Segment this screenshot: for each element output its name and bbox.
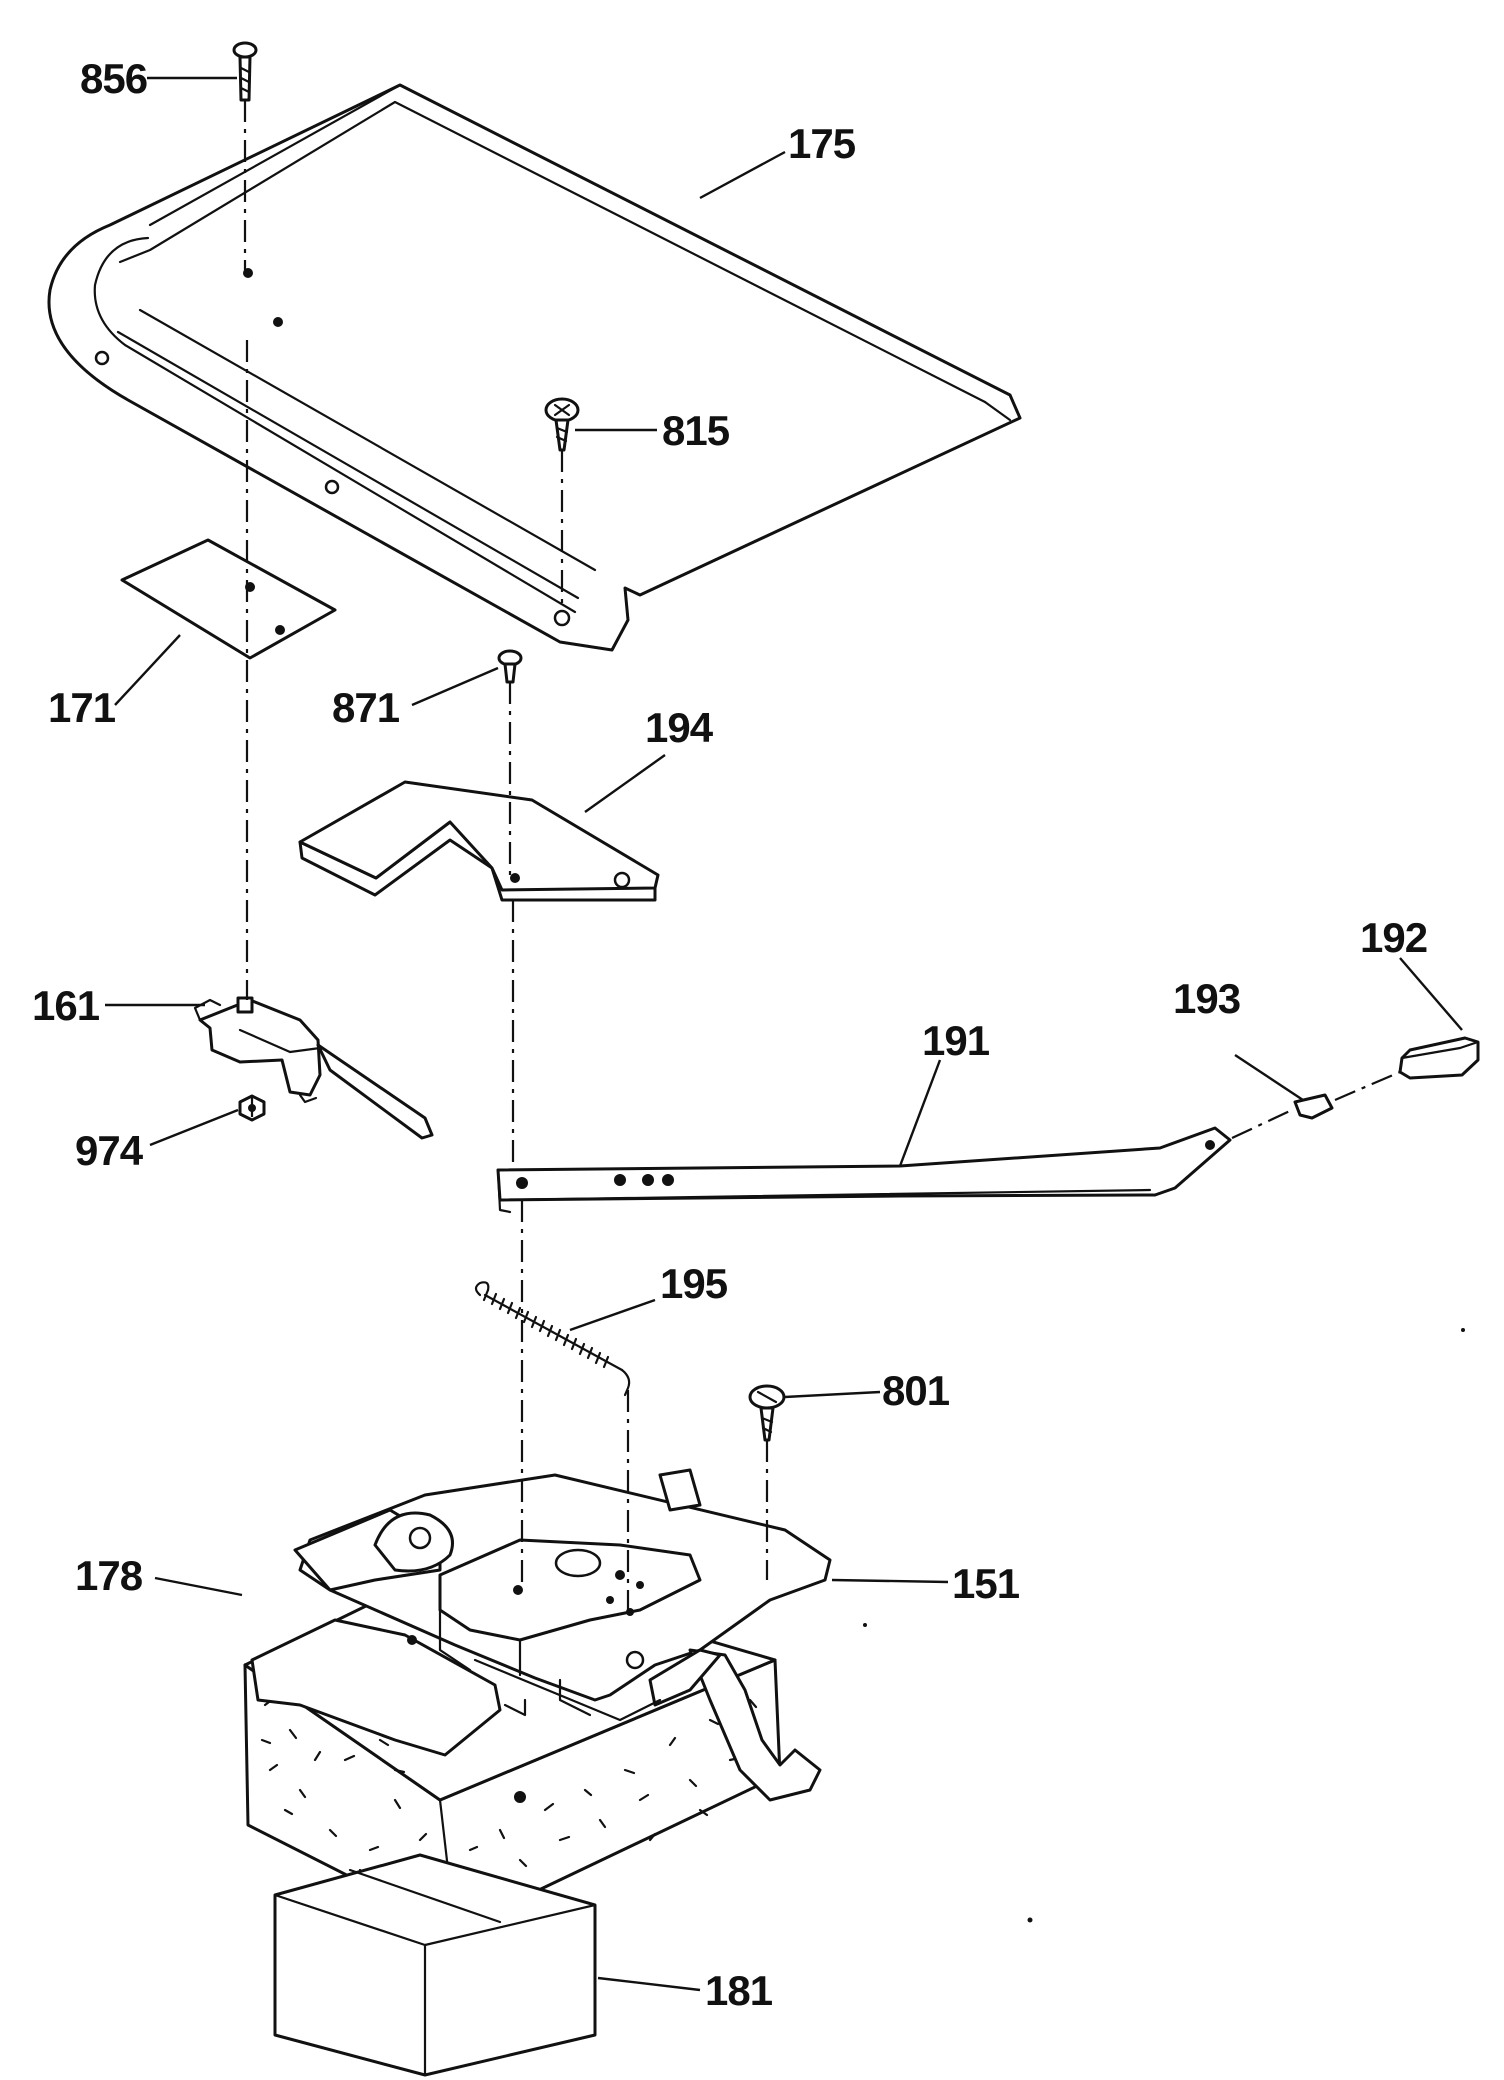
callout-labels: 856 175 815 171 871 194 161 192 193 191 … <box>32 55 1428 2014</box>
part-161-switch <box>193 996 434 1140</box>
spring-195 <box>474 1281 631 1397</box>
part-181-box <box>273 1853 597 2077</box>
callout-974: 974 <box>75 1127 144 1174</box>
screw-871 <box>497 649 523 684</box>
part-171-pad <box>120 538 337 660</box>
screw-856 <box>232 41 258 102</box>
callout-194: 194 <box>645 704 714 751</box>
callout-871: 871 <box>332 684 400 731</box>
screw-815 <box>544 397 580 452</box>
callout-171: 171 <box>48 684 116 731</box>
part-192-cap <box>1398 1036 1480 1080</box>
callout-193: 193 <box>1173 975 1240 1022</box>
part-194-bracket <box>298 780 660 902</box>
callout-178: 178 <box>75 1552 143 1599</box>
callout-181: 181 <box>705 1967 773 2014</box>
callout-801: 801 <box>882 1367 950 1414</box>
callout-161: 161 <box>32 982 100 1029</box>
leader-lines <box>105 76 1463 1992</box>
part-191-arm <box>496 1126 1232 1214</box>
callout-856: 856 <box>80 55 147 102</box>
screw-801 <box>748 1384 786 1442</box>
callout-191: 191 <box>922 1017 990 1064</box>
part-175-cover-plate <box>47 83 1022 652</box>
assembly-centerlines <box>243 100 1401 1610</box>
part-151-latch-mechanism <box>250 1468 832 1803</box>
callout-175: 175 <box>788 120 856 167</box>
part-193-clip <box>1293 1093 1334 1120</box>
callout-151: 151 <box>952 1560 1020 1607</box>
callout-815: 815 <box>662 407 730 454</box>
callout-192: 192 <box>1360 914 1427 961</box>
callout-195: 195 <box>660 1260 728 1307</box>
